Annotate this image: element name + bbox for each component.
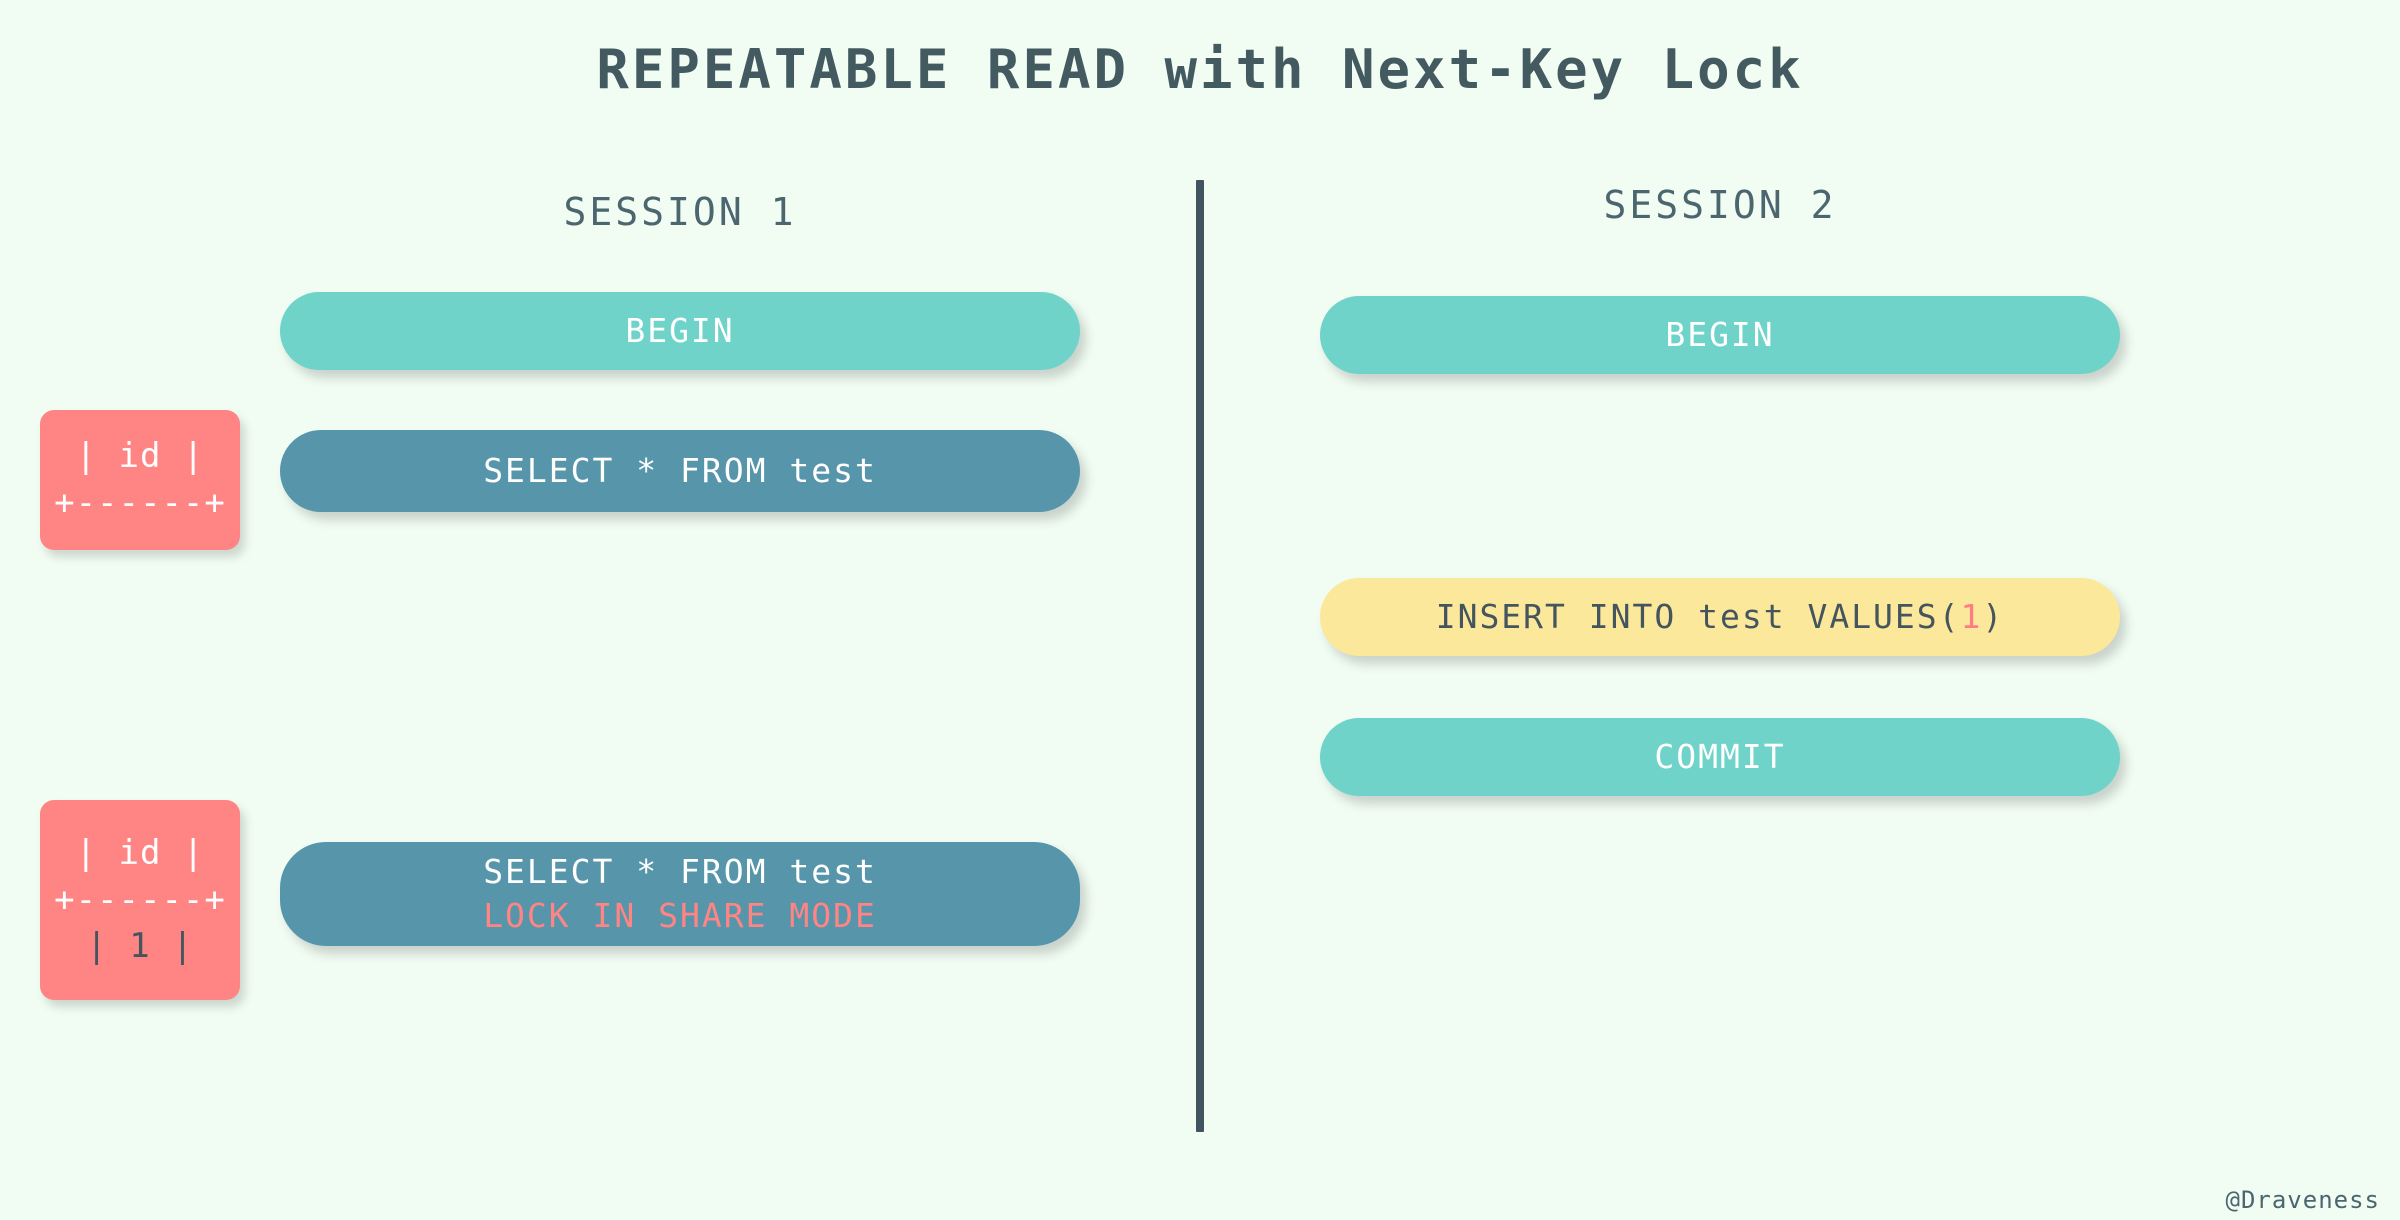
statement-line-1: BEGIN (625, 311, 735, 351)
result-set-2: | id | +------+ | 1 | (40, 800, 240, 1000)
session-1-heading: SESSION 1 (563, 190, 797, 234)
result-row: | id | (75, 832, 205, 873)
statement-s1-select-2[interactable]: SELECT * FROM test LOCK IN SHARE MODE (280, 842, 1080, 946)
insert-value-highlight: 1 (1960, 597, 1983, 637)
result-row: +------+ (54, 483, 226, 523)
statement-s2-insert[interactable]: INSERT INTO test VALUES(1) (1320, 578, 2120, 656)
statement-s1-begin[interactable]: BEGIN (280, 292, 1080, 370)
statement-line-1: SELECT * FROM test (483, 451, 877, 491)
statement-line-2: LOCK IN SHARE MODE (483, 896, 877, 935)
session-2-heading: SESSION 2 (1603, 183, 1837, 227)
result-row: | 1 | (86, 926, 194, 967)
author-watermark: @Draveness (2225, 1186, 2380, 1214)
result-row: +------+ (54, 879, 226, 920)
statement-line-1: COMMIT (1654, 737, 1786, 777)
statement-s2-begin[interactable]: BEGIN (1320, 296, 2120, 374)
statement-s1-select-1[interactable]: SELECT * FROM test (280, 430, 1080, 512)
statement-line-1: INSERT INTO test VALUES(1) (1436, 595, 2005, 639)
session-divider (1196, 180, 1204, 1132)
statement-s2-commit[interactable]: COMMIT (1320, 718, 2120, 796)
result-row: | id | (75, 436, 205, 477)
result-set-1: | id | +------+ (40, 410, 240, 550)
insert-suffix: ) (1982, 597, 2005, 637)
page-title: REPEATABLE READ with Next-Key Lock (596, 38, 1804, 101)
statement-line-1: SELECT * FROM test (483, 852, 877, 892)
statement-line-1: BEGIN (1665, 315, 1775, 355)
insert-prefix: INSERT INTO test VALUES( (1435, 597, 1961, 637)
